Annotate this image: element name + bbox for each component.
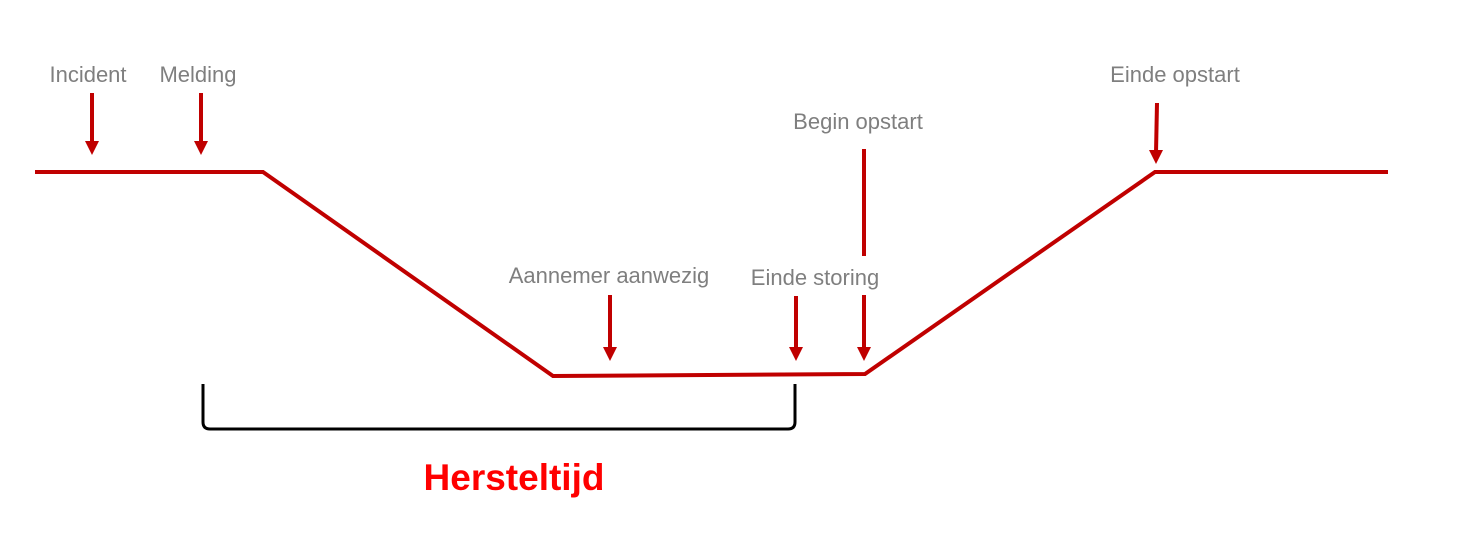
hersteltijd-bracket xyxy=(201,384,797,431)
arrow-melding xyxy=(194,93,208,155)
arrow-incident xyxy=(85,93,99,155)
arrow-einde-opstart xyxy=(1149,102,1163,164)
arrow-aannemer-aanwezig xyxy=(603,295,617,361)
label-einde-storing: Einde storing xyxy=(751,265,879,290)
label-melding: Melding xyxy=(159,62,236,87)
label-begin-opstart: Begin opstart xyxy=(793,109,923,134)
label-aannemer-aanwezig: Aannemer aanwezig xyxy=(509,263,710,288)
availability-curve xyxy=(35,170,1388,379)
arrow-einde-storing xyxy=(789,296,803,361)
label-incident: Incident xyxy=(49,62,126,87)
arrow-begin-opstart xyxy=(857,149,871,361)
label-einde-opstart: Einde opstart xyxy=(1110,62,1240,87)
hersteltijd-label: Hersteltijd xyxy=(424,457,605,498)
